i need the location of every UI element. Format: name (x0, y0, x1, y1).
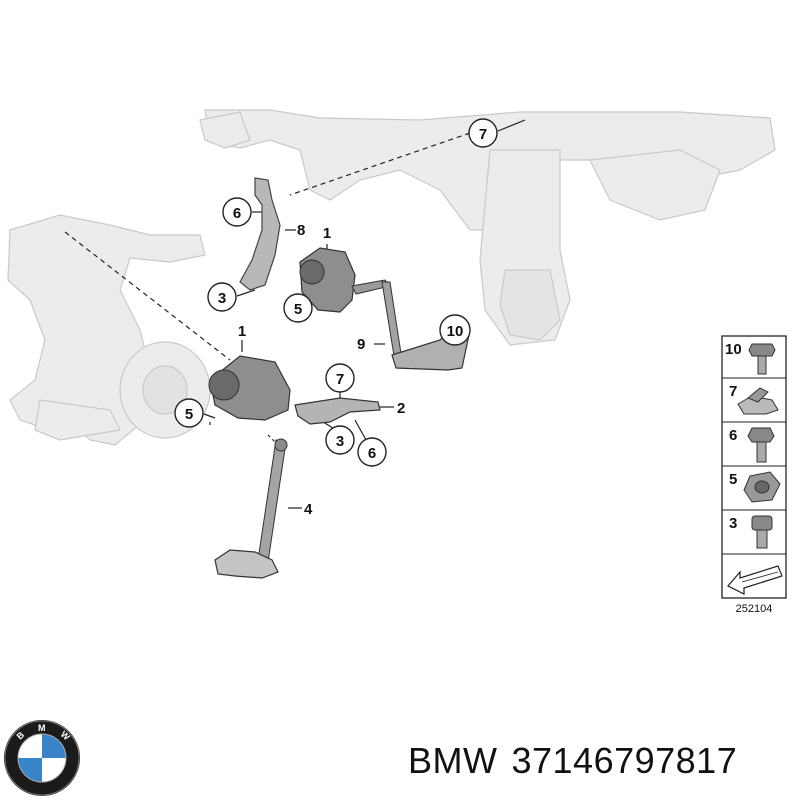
svg-text:5: 5 (185, 406, 193, 423)
svg-text:4: 4 (304, 501, 313, 518)
bracket-2 (294, 397, 381, 425)
leader-6-bottom (354, 419, 367, 441)
svg-text:6: 6 (368, 445, 376, 462)
legend-item-6: 6 (729, 427, 775, 463)
flange-bolt-icon (748, 343, 776, 375)
callouts: 7 6 8 1 3 5 9 10 1 7 (174, 118, 498, 518)
bottom-sensor-assembly (208, 355, 381, 579)
callout-1-bottom: 1 (238, 323, 246, 340)
socket-screw-icon (751, 515, 773, 549)
hex-bolt-icon (747, 427, 775, 463)
callout-10: 10 (439, 314, 471, 346)
legend-item-3: 3 (729, 515, 773, 549)
svg-text:M: M (38, 723, 46, 733)
leader-ref-line (64, 231, 231, 361)
svg-text:7: 7 (479, 126, 487, 143)
lower-clamp (214, 549, 279, 579)
callout-3-top: 3 (207, 282, 237, 312)
svg-text:1: 1 (323, 225, 331, 242)
svg-text:6: 6 (233, 205, 241, 222)
brand-name: BMW (408, 740, 498, 781)
svg-text:3: 3 (729, 515, 737, 532)
svg-text:1: 1 (238, 323, 246, 340)
svg-text:7: 7 (336, 371, 344, 388)
callout-6-bottom: 6 (357, 437, 387, 467)
svg-text:5: 5 (729, 471, 737, 488)
svg-text:7: 7 (729, 383, 737, 400)
svg-text:3: 3 (336, 433, 344, 450)
svg-text:3: 3 (218, 290, 226, 307)
hex-nut-icon (743, 471, 781, 503)
svg-text:5: 5 (294, 301, 302, 318)
callout-1-top: 1 (323, 225, 331, 242)
bracket-8 (239, 177, 281, 291)
svg-text:8: 8 (297, 222, 305, 239)
leader-3-top (236, 289, 256, 297)
legend-item-7: 7 (729, 383, 779, 415)
callout-5-bottom: 5 (174, 398, 204, 428)
subframe-background (7, 109, 776, 446)
parts-legend: 10 7 6 5 (721, 335, 787, 615)
svg-text:2: 2 (397, 400, 405, 417)
svg-text:9: 9 (357, 336, 365, 353)
svg-text:10: 10 (725, 341, 742, 358)
callout-2: 2 (397, 400, 405, 417)
top-sensor-assembly (239, 177, 471, 371)
part-number: 37146797817 (511, 740, 738, 781)
svg-text:B: B (15, 729, 27, 741)
leader-7-top-tail (497, 119, 526, 132)
bmw-logo: B M W (4, 720, 80, 796)
callout-6-top: 6 (222, 197, 252, 227)
callout-7-top: 7 (468, 118, 498, 148)
legend-item-10: 10 (725, 341, 776, 375)
legend-item-5: 5 (729, 471, 781, 503)
callout-9: 9 (357, 336, 365, 353)
callout-5-top: 5 (283, 293, 313, 323)
svg-text:10: 10 (447, 323, 464, 340)
direction-arrow-icon (727, 565, 783, 595)
leader-5-bottom (203, 413, 216, 419)
callout-4: 4 (304, 501, 313, 518)
callout-3-bottom: 3 (325, 425, 355, 455)
part-caption: BMW 37146797817 (408, 740, 751, 782)
link-rod-9 (381, 281, 403, 363)
svg-text:6: 6 (729, 427, 737, 444)
callout-8: 8 (297, 222, 305, 239)
leader-7-top (289, 132, 471, 196)
diagram-number: 252104 (736, 603, 773, 615)
clip-icon (737, 387, 779, 415)
link-rod-4 (257, 439, 287, 563)
callout-7-mid: 7 (325, 363, 355, 393)
